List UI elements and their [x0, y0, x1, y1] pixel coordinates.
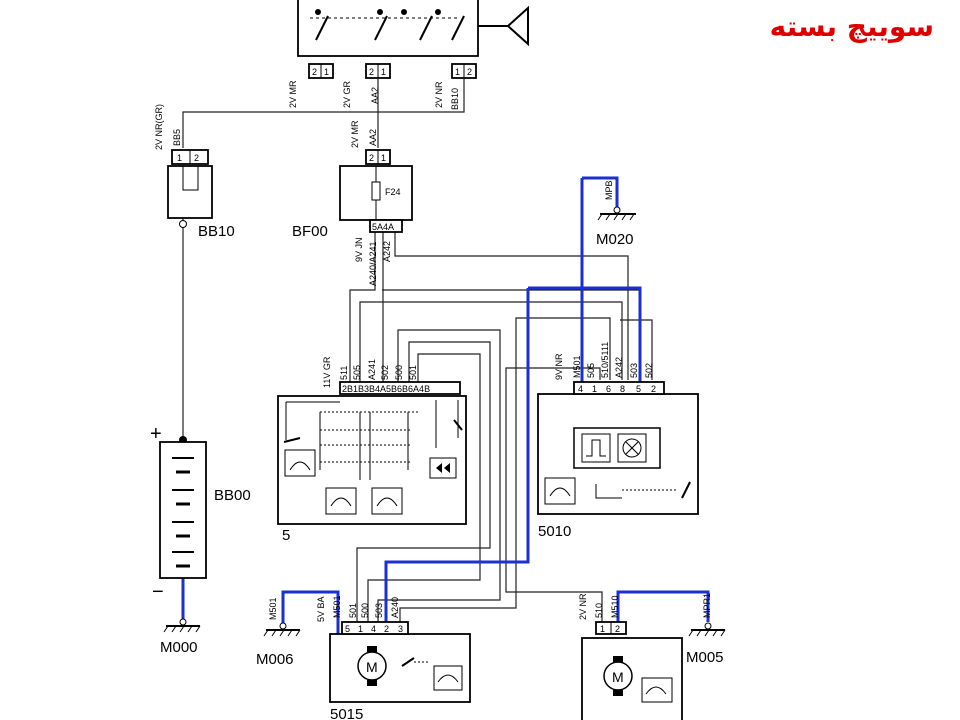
bb10-conn-label: 2V NR(GR) — [154, 104, 164, 150]
m005-wire-510: 510 — [594, 603, 604, 618]
m006-label: M006 — [256, 651, 294, 668]
c5010-wire-503: 503 — [629, 363, 639, 378]
c5015-wire-500: 500 — [360, 603, 370, 618]
m020-label: M020 — [596, 231, 634, 248]
top-mid-wire-label: AA2 — [370, 87, 380, 104]
m000-label: M000 — [160, 639, 198, 656]
c5010-pin-1: 1 — [592, 384, 597, 394]
c5010-pin-4: 4 — [578, 384, 583, 394]
c5015-pin-5: 5 — [345, 624, 350, 634]
svg-text:1: 1 — [455, 67, 460, 77]
fuse-f24-label: F24 — [385, 187, 401, 197]
diagram-title: سوییچ بسته — [769, 10, 934, 43]
top-mid-conn-label: 2V GR — [342, 80, 352, 108]
motor-m-symbol: M — [366, 659, 378, 675]
m006-wire-label: M501 — [268, 597, 278, 620]
top-left-conn-label: 2V MR — [288, 80, 298, 108]
m005-wire-m510: M510 — [610, 595, 620, 618]
c5015-label: 5015 — [330, 706, 363, 720]
c5010-wire-505: 505 — [586, 363, 596, 378]
c5010-wire-502: 502 — [644, 363, 654, 378]
bb10-label: BB10 — [198, 223, 235, 240]
c5-wire-501: 501 — [408, 365, 418, 380]
c5015-wire-503: 503 — [374, 603, 384, 618]
svg-text:2: 2 — [369, 67, 374, 77]
m006-ground — [263, 622, 301, 637]
c5015-conn-label: 5V BA — [316, 596, 326, 622]
svg-text:2: 2 — [369, 153, 374, 163]
c5-pins-label: 2B1B3B4A5B6B6A4B — [342, 384, 430, 394]
bb00-battery — [159, 436, 207, 579]
svg-text:2: 2 — [615, 624, 620, 634]
c5-wire-511: 511 — [339, 366, 349, 380]
c5-wire-a241: A241 — [367, 359, 377, 380]
top-right-wire-label: BB10 — [450, 88, 460, 110]
fuse-pins-label: 5A4A — [372, 222, 394, 232]
svg-text:1: 1 — [381, 153, 386, 163]
m020-wire-label: MPB — [604, 180, 614, 200]
c5015-pin-1: 1 — [358, 624, 363, 634]
wiper-switch-5: 2B1B3B4A5B6B6A4B — [277, 381, 467, 525]
top-right-conn-label: 2V NR — [434, 81, 444, 108]
c5-wire-502: 502 — [380, 365, 390, 380]
svg-text:1: 1 — [381, 67, 386, 77]
bf00-conn-label: 2V MR — [350, 120, 360, 148]
c5010-pin-5: 5 — [636, 384, 641, 394]
c5010-wire-m501: M501 — [572, 355, 582, 378]
m005-conn-label: 2V NR — [578, 593, 588, 620]
svg-text:1: 1 — [177, 153, 182, 163]
svg-text:1: 1 — [600, 624, 605, 634]
c5-wire-505: 505 — [352, 365, 362, 380]
c5010-wire-a242: A242 — [614, 357, 624, 378]
bf00-label: BF00 — [292, 223, 328, 240]
m005-label: M005 — [686, 649, 724, 666]
key-icon — [478, 5, 529, 47]
svg-text:2: 2 — [312, 67, 317, 77]
c5-conn-label: 11V GR — [322, 356, 332, 388]
c5015-wire-a240: A240 — [390, 597, 400, 618]
c5010-pin-6: 6 — [606, 384, 611, 394]
c5015-wire-501: 501 — [348, 603, 358, 618]
c5010-pin-8: 8 — [620, 384, 625, 394]
c5015-pin-3: 3 — [398, 624, 403, 634]
c5015-pin-4: 4 — [371, 624, 376, 634]
wiper-motor-5015: 5 1 4 2 3 M — [329, 621, 471, 703]
bb10-wire-label: BB5 — [172, 129, 182, 146]
battery-minus: − — [152, 581, 164, 603]
bf00-out-wire2: A242 — [382, 241, 392, 262]
m005-gnd-wire-label: MPR1 — [702, 593, 712, 618]
c5015-wire-m501: M501 — [332, 595, 342, 618]
svg-text:1: 1 — [324, 67, 329, 77]
ignition-switch — [297, 0, 479, 57]
m005-ground — [688, 622, 726, 637]
c5010-conn-label: 9V NR — [554, 353, 564, 380]
bf00-wire-label: AA2 — [368, 129, 378, 146]
wiring-black — [182, 78, 653, 622]
c5015-pin-2: 2 — [384, 624, 389, 634]
svg-text:2: 2 — [467, 67, 472, 77]
c5010-wire-510: 510/5111 — [600, 342, 610, 378]
c5-label: 5 — [282, 527, 290, 544]
svg-text:2: 2 — [194, 153, 199, 163]
c5-wire-500: 500 — [394, 365, 404, 380]
bf00-out-label: 9V JN — [354, 237, 364, 262]
bb00-label: BB00 — [214, 487, 251, 504]
m000-ground — [163, 618, 201, 633]
m020-ground — [597, 206, 636, 221]
c5010-label: 5010 — [538, 523, 571, 540]
rear-motor-m-symbol: M — [612, 669, 624, 685]
c5010-pin-2: 2 — [651, 384, 656, 394]
battery-plus: + — [150, 423, 162, 445]
relay-module-5010: 4 1 6 8 5 2 — [537, 381, 699, 515]
bf00-out-wire1: A240/A241 — [368, 241, 378, 286]
